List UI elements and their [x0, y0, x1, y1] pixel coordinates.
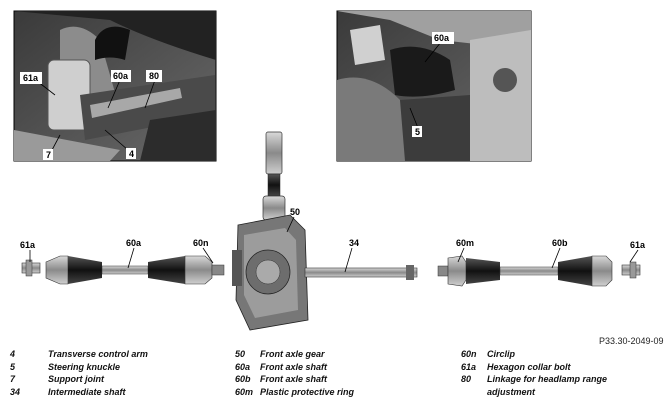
- reference-code: P33.30-2049-09: [599, 336, 664, 346]
- legend-row: 60a Front axle shaft: [235, 361, 445, 374]
- callout-labels: 61a 60a 80 7 4 60a 5 50 34 61a 60a 60n 6…: [20, 32, 646, 250]
- legend-column-3: 60n Circlip 61a Hexagon collar bolt 80 Link…: [461, 348, 657, 398]
- callout-60b: 60b: [552, 238, 568, 248]
- legend-row: 60m Plastic protective ring: [235, 386, 445, 399]
- callout-60m: 60m: [456, 238, 474, 248]
- callout-60a-photo-right: 60a: [434, 33, 450, 43]
- legend-number: 60m: [235, 386, 254, 397]
- drivetrain-illustration: [21, 131, 641, 331]
- legend-text: Front axle gear: [260, 349, 325, 359]
- legend-row: 80 Linkage for headlamp range adjustment: [461, 373, 657, 398]
- legend-row: 34 Intermediate shaft: [10, 386, 220, 399]
- callout-60a-main: 60a: [126, 238, 142, 248]
- legend-text: Plastic protective ring: [260, 386, 355, 397]
- callout-7: 7: [46, 150, 51, 160]
- legend-row: 60n Circlip: [461, 348, 657, 361]
- legend-text: Hexagon collar bolt: [487, 361, 571, 372]
- legend-text: Support joint: [48, 374, 104, 384]
- legend-text: Circlip: [487, 349, 516, 359]
- legend-number: 7: [10, 374, 16, 384]
- legend-number: 80: [461, 374, 472, 384]
- callout-34: 34: [349, 238, 359, 248]
- legend-text: Linkage for headlamp range adjustment: [487, 374, 608, 397]
- callout-61a-left: 61a: [20, 240, 36, 250]
- callout-61a-right: 61a: [630, 240, 646, 250]
- legend-number: 60a: [235, 361, 251, 372]
- legend-row: 7 Support joint: [10, 373, 220, 386]
- photo-left: [13, 10, 217, 162]
- callout-61a-photo: 61a: [23, 73, 39, 83]
- legend-row: 5 Steering knuckle: [10, 361, 220, 374]
- callout-80: 80: [149, 71, 159, 81]
- photo-right: [336, 10, 532, 162]
- legend-text: Front axle shaft: [260, 361, 328, 372]
- legend-row: 60b Front axle shaft: [235, 373, 445, 386]
- callout-4: 4: [129, 149, 134, 159]
- legend-number: 60n: [461, 349, 477, 359]
- callout-60a-photo: 60a: [113, 71, 129, 81]
- legend-number: 4: [10, 349, 16, 359]
- legend-number: 34: [10, 386, 21, 397]
- legend-text: Transverse control arm: [48, 349, 148, 359]
- legend-row: 61a Hexagon collar bolt: [461, 361, 657, 374]
- callout-50: 50: [290, 207, 300, 217]
- legend-row: 50 Front axle gear: [235, 348, 445, 361]
- callout-5: 5: [415, 127, 420, 137]
- legend-number: 60b: [235, 374, 251, 384]
- legend-number: 5: [10, 361, 16, 372]
- legend-text: Steering knuckle: [48, 361, 121, 372]
- legend-column-1: 4 Transverse control arm 5 Steering knuckl…: [10, 348, 220, 398]
- legend-row: 4 Transverse control arm: [10, 348, 220, 361]
- callout-60n: 60n: [193, 238, 209, 248]
- legend-number: 61a: [461, 361, 477, 372]
- legend-number: 50: [235, 349, 246, 359]
- legend-text: Intermediate shaft: [48, 386, 126, 397]
- legend-text: Front axle shaft: [260, 374, 328, 384]
